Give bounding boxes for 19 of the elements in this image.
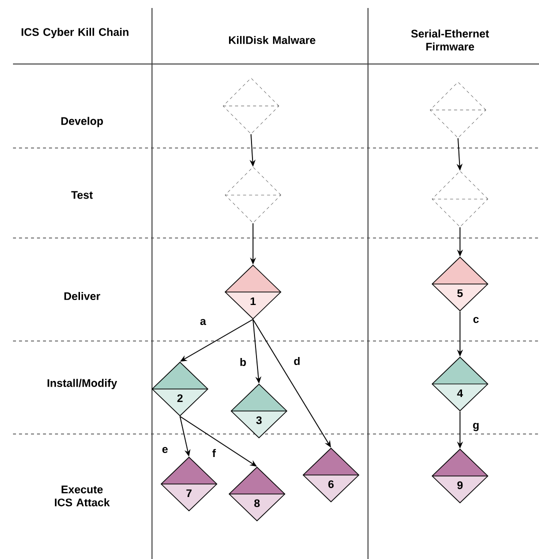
- lane-label: Test: [71, 191, 93, 199]
- lane-label: Develop: [61, 116, 103, 128]
- lane-label: Install/Modify: [48, 378, 118, 390]
- dashed-diamond: [430, 82, 486, 138]
- edge-label: d: [292, 356, 302, 366]
- dashed-diamond: [222, 78, 280, 134]
- lane-label: Serial-Ethernet Firmware: [411, 29, 489, 51]
- lane-label: ICS Cyber Kill Chain: [22, 28, 128, 38]
- edge-label: g: [472, 422, 480, 432]
- edge-label: f: [211, 448, 217, 458]
- edge-label: c: [472, 316, 480, 324]
- lane-label: Execute ICS Attack: [54, 486, 110, 506]
- edge-label: e: [160, 446, 170, 454]
- edge-label: b: [238, 356, 248, 368]
- lane-label: Deliver: [64, 292, 100, 300]
- lane-label: KillDisk Malware: [229, 36, 316, 44]
- edge-label: a: [198, 318, 208, 326]
- dashed-diamond: [224, 166, 282, 224]
- dashed-diamond: [432, 170, 488, 228]
